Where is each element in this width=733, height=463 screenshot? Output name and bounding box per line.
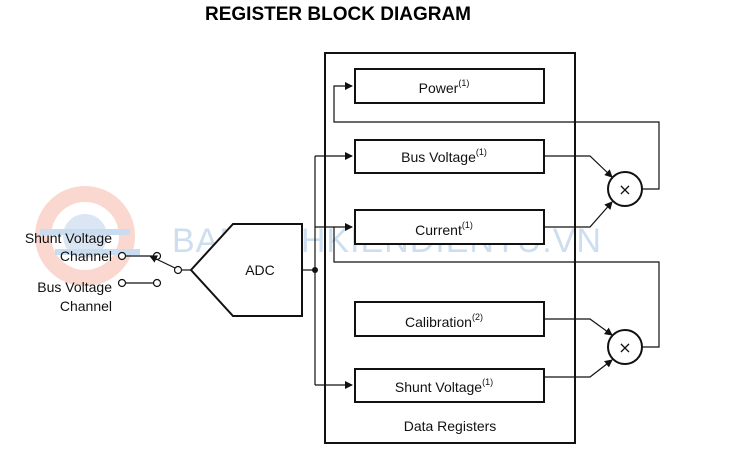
register-calibration: Calibration(2)	[354, 301, 545, 337]
adc-label: ADC	[245, 262, 275, 278]
connections	[117, 82, 660, 389]
adc-block: ADC	[189, 223, 303, 317]
register-calibration-label: Calibration(2)	[405, 312, 483, 330]
bus-voltage-channel-label: Bus Voltage Channel	[37, 279, 112, 314]
svg-text:Shunt Voltage: Shunt Voltage	[25, 230, 112, 246]
multiplier-upper: ×	[607, 171, 643, 207]
watermark-logo-icon	[35, 186, 140, 286]
diagram-title: REGISTER BLOCK DIAGRAM	[205, 4, 471, 25]
multiplier-upper-symbol: ×	[618, 180, 631, 199]
register-shunt-voltage-label: Shunt Voltage(1)	[395, 377, 493, 395]
register-current: Current(1)	[354, 209, 545, 245]
data-registers-label: Data Registers	[404, 418, 497, 434]
svg-text:Channel: Channel	[60, 298, 112, 314]
svg-text:Channel: Channel	[60, 248, 112, 264]
register-current-label: Current(1)	[415, 220, 473, 238]
register-power-label: Power(1)	[419, 78, 470, 96]
shunt-voltage-channel-label: Shunt Voltage Channel	[25, 230, 112, 264]
multiplier-lower: ×	[607, 329, 643, 365]
svg-text:Bus Voltage: Bus Voltage	[37, 279, 112, 295]
register-shunt-voltage: Shunt Voltage(1)	[354, 368, 545, 403]
register-power: Power(1)	[354, 68, 545, 104]
multiplier-lower-symbol: ×	[618, 338, 631, 357]
data-registers-container	[324, 52, 576, 444]
register-bus-voltage: Bus Voltage(1)	[354, 139, 545, 174]
register-bus-voltage-label: Bus Voltage(1)	[401, 147, 487, 165]
